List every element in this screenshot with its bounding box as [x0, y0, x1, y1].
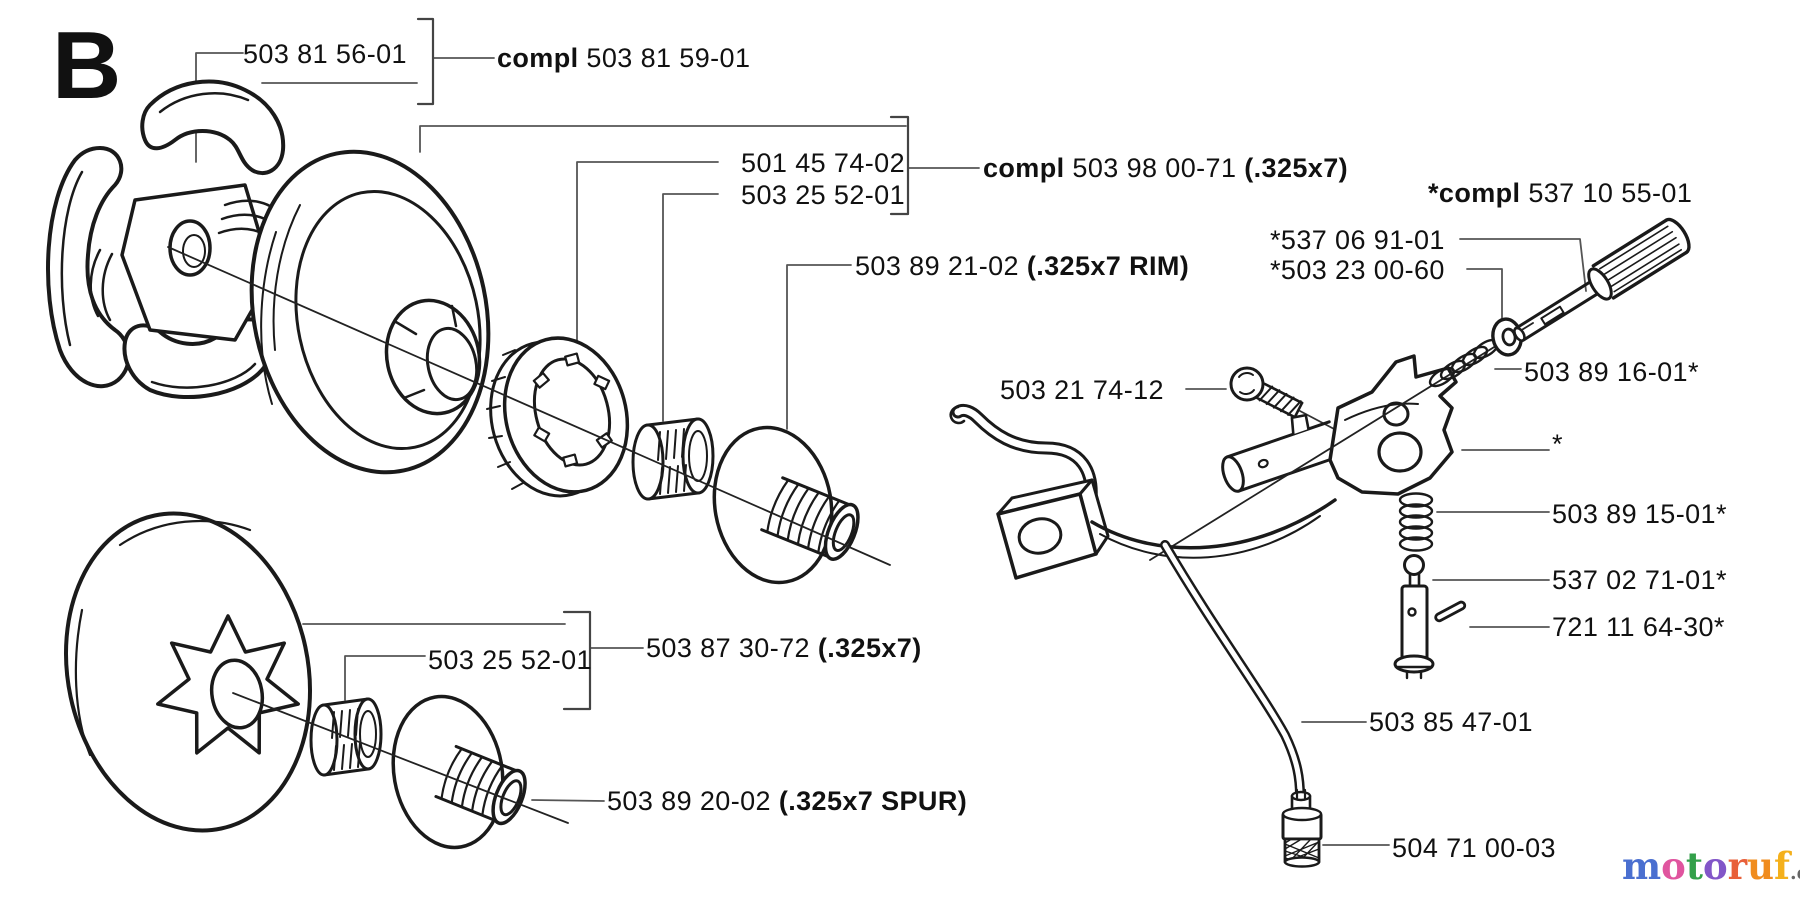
needle-bearing-top-drawing [631, 417, 715, 501]
label-number: 503 85 47-01 [1369, 707, 1533, 737]
label-number: 503 21 74-12 [1000, 375, 1164, 405]
part-number-label: 503 89 16-01* [1524, 358, 1699, 386]
clutch-drum-rim-drawing [249, 149, 491, 475]
pump-screw-drawing [1229, 366, 1337, 431]
logo-letter: t [1685, 844, 1703, 888]
part-number-label: compl 503 81 59-01 [497, 44, 750, 72]
label-number: 503 98 00-71 [1064, 153, 1245, 183]
logo-letter: m [1622, 844, 1662, 888]
part-number-label: *compl 537 10 55-01 [1428, 179, 1692, 207]
label-bold-suffix: (.325x7) [817, 633, 922, 663]
part-number-label: *503 23 00-60 [1270, 256, 1445, 284]
label-number: *537 06 91-01 [1270, 225, 1445, 255]
label-number: 503 81 59-01 [578, 43, 751, 73]
label-number: 503 25 52-01 [741, 180, 905, 210]
part-number-label: compl 503 98 00-71 (.325x7) [983, 154, 1348, 182]
part-number-label: 504 71 00-03 [1392, 834, 1556, 862]
clutch-hub-rim-drawing [712, 425, 860, 585]
worm-drive-tool-drawing [1513, 217, 1691, 342]
label-number: 537 10 55-01 [1520, 178, 1693, 208]
label-bold-suffix: (.325x7 RIM) [1026, 251, 1190, 281]
axis-lines [167, 246, 1534, 824]
label-number: 503 81 56-01 [243, 39, 407, 69]
group-brackets [416, 17, 910, 711]
section-letter: B [52, 12, 122, 119]
label-number: 504 71 00-03 [1392, 833, 1556, 863]
pin-drawing [1434, 600, 1467, 623]
label-number: *503 23 00-60 [1270, 255, 1445, 285]
needle-bearing-bottom-drawing [309, 697, 383, 777]
rim-sprocket-drawing [486, 336, 630, 498]
motoruf-logo[interactable]: motoruf.de [1622, 848, 1800, 885]
label-number: * [1552, 429, 1563, 459]
logo-letter: o [1661, 844, 1686, 888]
logo-letter: f [1774, 844, 1790, 888]
clutch-shoe-assembly-drawing [46, 79, 286, 400]
label-bold-prefix: *compl [1428, 178, 1521, 208]
part-number-label: *537 06 91-01 [1270, 226, 1445, 254]
label-number: 503 87 30-72 [646, 633, 818, 663]
part-number-label: 503 89 20-02 (.325x7 SPUR) [607, 787, 967, 815]
label-number: 503 25 52-01 [428, 645, 592, 675]
clutch-hub-spur-drawing [391, 694, 527, 850]
label-bold-suffix: (.325x7) [1244, 153, 1349, 183]
logo-suffix: .de [1789, 862, 1800, 884]
part-number-label: 503 89 21-02 (.325x7 RIM) [855, 252, 1189, 280]
part-number-label: 501 45 74-02 [700, 149, 905, 177]
label-bold-prefix: compl [983, 153, 1065, 183]
oil-filter-drawing [1281, 788, 1323, 868]
pump-drive-spring-drawing [1428, 338, 1500, 388]
label-number: 721 11 64-30* [1552, 612, 1725, 642]
label-bold-prefix: compl [497, 43, 579, 73]
oil-pickup-tube-drawing [1160, 540, 1305, 801]
part-number-label: 503 85 47-01 [1369, 708, 1533, 736]
label-number: 503 89 21-02 [855, 251, 1027, 281]
label-number: 503 89 16-01* [1524, 357, 1699, 387]
label-bold-suffix: (.325x7 SPUR) [778, 786, 968, 816]
clutch-drum-spur-drawing [63, 511, 313, 833]
pump-spring-drawing [1398, 492, 1434, 552]
leader-lines [195, 52, 1587, 846]
plunger-drawing [1393, 554, 1435, 680]
part-number-label: 503 21 74-12 [1000, 376, 1164, 404]
logo-letter: r [1727, 844, 1748, 888]
part-number-label: 537 02 71-01* [1552, 566, 1727, 594]
part-number-label: 503 81 56-01 [243, 40, 407, 68]
logo-letter: o [1702, 844, 1728, 888]
part-number-label: 721 11 64-30* [1552, 613, 1725, 641]
label-number: 501 45 74-02 [741, 148, 905, 178]
logo-letter: u [1747, 844, 1775, 888]
label-number: 503 89 20-02 [607, 786, 779, 816]
part-number-label: 503 89 15-01* [1552, 500, 1727, 528]
part-number-label: 503 25 52-01 [428, 646, 592, 674]
label-number: 503 89 15-01* [1552, 499, 1727, 529]
part-number-label: * [1552, 430, 1563, 458]
label-number: 537 02 71-01* [1552, 565, 1727, 595]
part-number-label: 503 87 30-72 (.325x7) [646, 634, 922, 662]
part-number-label: 503 25 52-01 [700, 181, 905, 209]
